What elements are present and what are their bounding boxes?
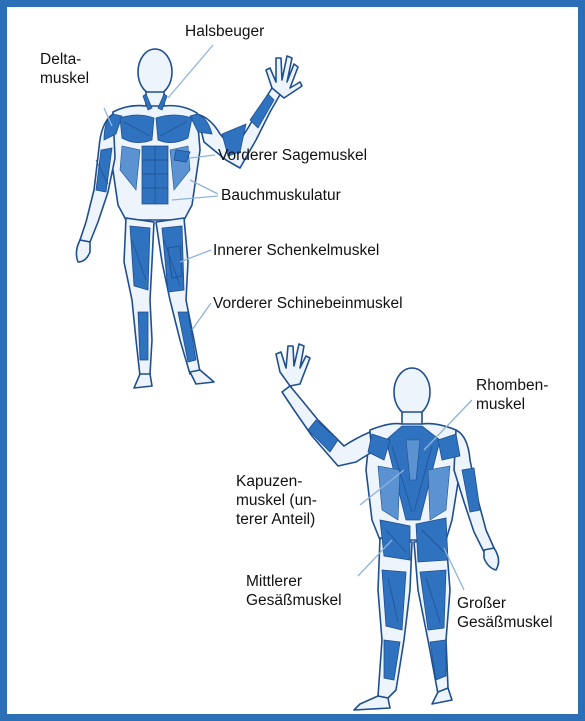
front-head (138, 49, 172, 95)
back-left-foot (354, 696, 390, 710)
label-vorderer-sagemuskel-line-1: Vorderer Sagemuskel (218, 146, 367, 165)
label-vorderer-schienbeinmuskel-line-1: Vorderer Schinebeinmuskel (213, 294, 403, 313)
back-left-arm (282, 386, 372, 466)
label-deltamuskel: Delta- muskel (40, 50, 89, 88)
front-shin-left (138, 312, 148, 360)
label-kapuzenmuskel-line-1: Kapuzen- (236, 472, 317, 491)
back-head (394, 368, 430, 416)
back-hamstring-left (382, 570, 406, 630)
label-deltamuskel-line-1: Delta- (40, 50, 89, 69)
leader-vorderer-schienbeinmuskel (192, 303, 211, 330)
label-vorderer-schienbeinmuskel: Vorderer Schinebeinmuskel (213, 294, 403, 313)
label-mittlerer-gesaessmuskel: Mittlerer Gesäßmuskel (246, 572, 342, 610)
label-kapuzenmuskel: Kapuzen- muskel (un- terer Anteil) (236, 472, 317, 529)
label-innerer-schenkelmuskel-line-1: Innerer Schenkelmuskel (213, 241, 379, 260)
front-right-foot (190, 370, 214, 384)
label-kapuzenmuskel-line-3: terer Anteil) (236, 510, 317, 529)
label-vorderer-sagemuskel: Vorderer Sagemuskel (218, 146, 367, 165)
label-halsbeuger: Halsbeuger (185, 22, 264, 41)
label-halsbeuger-line-1: Halsbeuger (185, 22, 264, 41)
back-right-foot (432, 688, 452, 704)
label-kapuzenmuskel-line-2: muskel (un- (236, 491, 317, 510)
back-left-hand (276, 344, 310, 386)
label-grosser-gesaessmuskel: Großer Gesäßmuskel (457, 594, 553, 632)
label-rhombenmuskel: Rhomben- muskel (476, 376, 548, 414)
label-rhombenmuskel-line-2: muskel (476, 395, 548, 414)
back-right-hand (484, 548, 499, 570)
label-mittlerer-gesaessmuskel-line-2: Gesäßmuskel (246, 591, 342, 610)
label-bauchmuskulatur-line-1: Bauchmuskulatur (221, 186, 341, 205)
front-left-hand (76, 240, 90, 262)
label-bauchmuskulatur: Bauchmuskulatur (221, 186, 341, 205)
label-deltamuskel-line-2: muskel (40, 69, 89, 88)
front-left-foot (134, 374, 152, 388)
leader-halsbeuger (168, 45, 213, 98)
front-figure (76, 49, 302, 388)
label-mittlerer-gesaessmuskel-line-1: Mittlerer (246, 572, 342, 591)
label-innerer-schenkelmuskel: Innerer Schenkelmuskel (213, 241, 379, 260)
label-rhombenmuskel-line-1: Rhomben- (476, 376, 548, 395)
label-grosser-gesaessmuskel-line-2: Gesäßmuskel (457, 613, 553, 632)
label-grosser-gesaessmuskel-line-1: Großer (457, 594, 553, 613)
